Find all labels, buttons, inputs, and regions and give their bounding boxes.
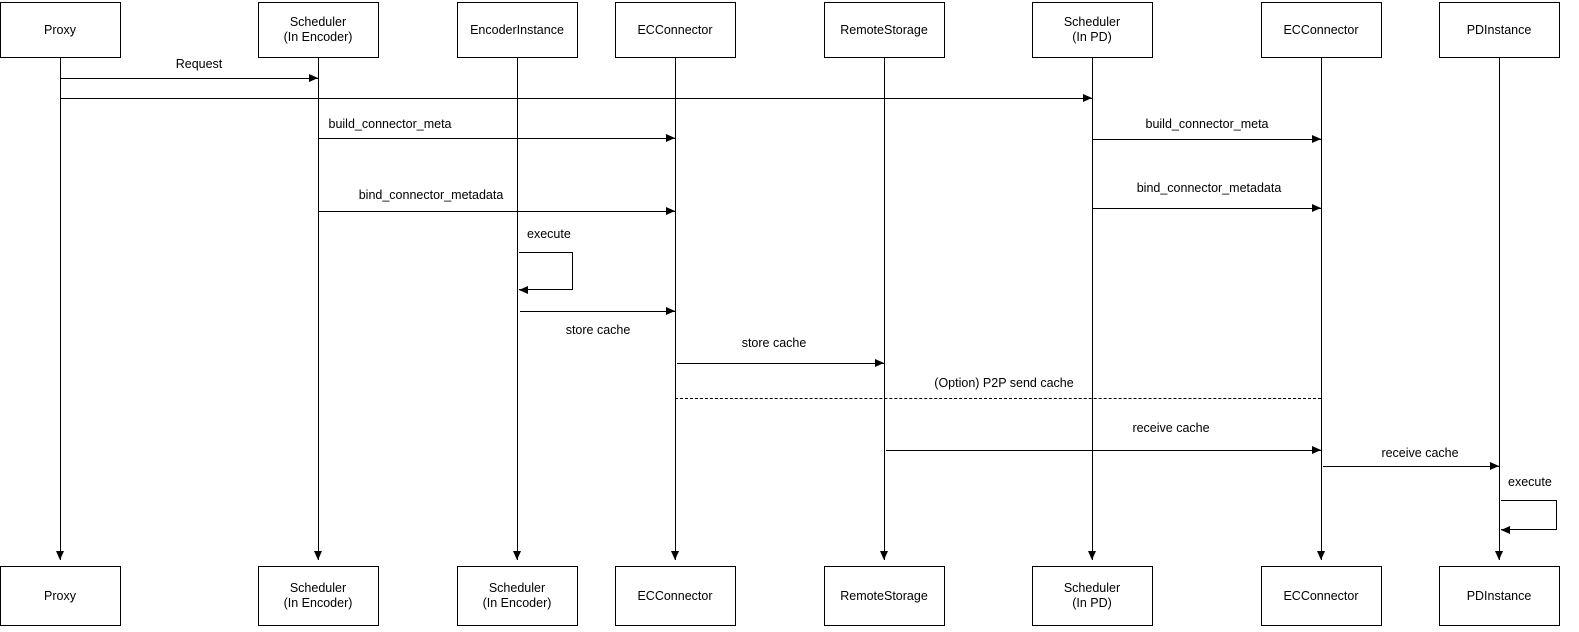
message-arrowhead-m5 — [666, 207, 675, 215]
self-call-label-s2: execute — [1508, 475, 1552, 489]
bottom-participant-label-primary: PDInstance — [1466, 588, 1532, 603]
top-participant-label-primary: Scheduler — [1063, 15, 1121, 29]
bottom-participant-label-primary: Scheduler — [488, 581, 546, 595]
lifeline-end-arrow-ecc_right — [1317, 551, 1325, 560]
bottom-participant-label-primary: Scheduler — [289, 581, 347, 595]
lifeline-sched_pd — [1092, 58, 1093, 560]
message-line-m10 — [886, 450, 1321, 451]
top-participant-label-primary: ECConnector — [637, 22, 713, 37]
self-call-label-s1: execute — [527, 227, 571, 241]
message-arrowhead-m3 — [666, 134, 675, 142]
self-call-box-s2 — [1501, 500, 1557, 530]
message-arrowhead-m11 — [1490, 462, 1499, 470]
bottom-participant-box-proxy[interactable]: Proxy — [0, 566, 121, 626]
lifeline-end-arrow-sched_pd — [1088, 551, 1096, 560]
bottom-participant-label-secondary: (In Encoder) — [482, 596, 552, 610]
bottom-participant-box-sched_enc[interactable]: Scheduler(In Encoder) — [257, 566, 379, 626]
message-label-m3: build_connector_meta — [328, 117, 452, 131]
message-arrowhead-m1 — [309, 74, 318, 82]
top-participant-box-pd_inst[interactable]: PDInstance — [1438, 2, 1560, 58]
lifeline-end-arrow-enc_inst — [513, 551, 521, 560]
top-participant-box-sched_enc[interactable]: Scheduler(In Encoder) — [257, 2, 379, 58]
bottom-participant-label-primary: Proxy — [44, 588, 76, 603]
top-participant-label-primary: EncoderInstance — [470, 22, 564, 37]
top-participant-label-secondary: (In PD) — [1072, 30, 1112, 44]
lifeline-end-arrow-ecc_left — [671, 551, 679, 560]
message-line-m7 — [520, 311, 675, 312]
message-label-m1: Request — [175, 57, 223, 71]
bottom-participant-box-remote[interactable]: RemoteStorage — [823, 566, 945, 626]
top-participant-box-proxy[interactable]: Proxy — [0, 2, 121, 58]
message-line-m2 — [60, 98, 1092, 99]
message-arrowhead-m2 — [1083, 94, 1092, 102]
message-line-m1 — [60, 78, 318, 79]
lifeline-ecc_left — [675, 58, 676, 560]
message-label-m9: (Option) P2P send cache — [934, 376, 1074, 390]
lifeline-pd_inst — [1499, 58, 1500, 560]
lifeline-end-arrow-pd_inst — [1495, 551, 1503, 560]
message-line-m9 — [675, 398, 1321, 399]
top-participant-box-ecc_right[interactable]: ECConnector — [1260, 2, 1382, 58]
message-line-m8 — [677, 363, 884, 364]
self-call-arrowhead-s1 — [519, 286, 528, 294]
bottom-participant-box-sched_pd[interactable]: Scheduler(In PD) — [1031, 566, 1153, 626]
top-participant-box-ecc_left[interactable]: ECConnector — [614, 2, 736, 58]
message-arrowhead-m7 — [666, 307, 675, 315]
message-arrowhead-m8 — [875, 359, 884, 367]
message-line-m3 — [318, 138, 675, 139]
message-label-m7: store cache — [565, 323, 631, 337]
top-participant-label-primary: PDInstance — [1466, 22, 1532, 37]
bottom-participant-label-secondary: (In PD) — [1072, 596, 1112, 610]
bottom-participant-box-ecc_right[interactable]: ECConnector — [1260, 566, 1382, 626]
lifeline-proxy — [60, 58, 61, 560]
lifeline-sched_enc — [318, 58, 319, 560]
top-participant-box-sched_pd[interactable]: Scheduler(In PD) — [1031, 2, 1153, 58]
message-line-m5 — [318, 211, 675, 212]
top-participant-box-remote[interactable]: RemoteStorage — [823, 2, 945, 58]
lifeline-end-arrow-proxy — [56, 551, 64, 560]
bottom-participant-label-primary: Scheduler — [1063, 581, 1121, 595]
lifeline-ecc_right — [1321, 58, 1322, 560]
message-arrowhead-m6 — [1312, 204, 1321, 212]
message-label-m5: bind_connector_metadata — [358, 188, 504, 202]
self-call-box-s1 — [519, 252, 573, 290]
bottom-participant-box-ecc_left[interactable]: ECConnector — [614, 566, 736, 626]
message-line-m11 — [1323, 466, 1499, 467]
message-arrowhead-m10 — [1312, 446, 1321, 454]
top-participant-box-enc_inst[interactable]: EncoderInstance — [456, 2, 578, 58]
message-label-m8: store cache — [741, 336, 807, 350]
bottom-participant-label-primary: ECConnector — [637, 588, 713, 603]
message-arrowhead-m4 — [1312, 135, 1321, 143]
message-line-m4 — [1092, 139, 1321, 140]
top-participant-label-primary: RemoteStorage — [840, 22, 928, 37]
lifeline-end-arrow-remote — [880, 551, 888, 560]
message-label-m4: build_connector_meta — [1145, 117, 1269, 131]
lifeline-remote — [884, 58, 885, 560]
bottom-participant-box-pd_inst[interactable]: PDInstance — [1438, 566, 1560, 626]
bottom-participant-label-primary: ECConnector — [1283, 588, 1359, 603]
top-participant-label-primary: Scheduler — [289, 15, 347, 29]
self-call-arrowhead-s2 — [1501, 526, 1510, 534]
bottom-participant-label-secondary: (In Encoder) — [283, 596, 353, 610]
message-label-m6: bind_connector_metadata — [1136, 181, 1282, 195]
message-label-m11: receive cache — [1381, 446, 1459, 460]
lifeline-end-arrow-sched_enc — [314, 551, 322, 560]
message-line-m6 — [1092, 208, 1321, 209]
bottom-participant-label-primary: RemoteStorage — [840, 588, 928, 603]
top-participant-label-primary: ECConnector — [1283, 22, 1359, 37]
lifeline-enc_inst — [517, 58, 518, 560]
top-participant-label-primary: Proxy — [44, 22, 76, 37]
message-label-m10: receive cache — [1132, 421, 1210, 435]
bottom-participant-box-enc_inst[interactable]: Scheduler(In Encoder) — [456, 566, 578, 626]
top-participant-label-secondary: (In Encoder) — [283, 30, 353, 44]
